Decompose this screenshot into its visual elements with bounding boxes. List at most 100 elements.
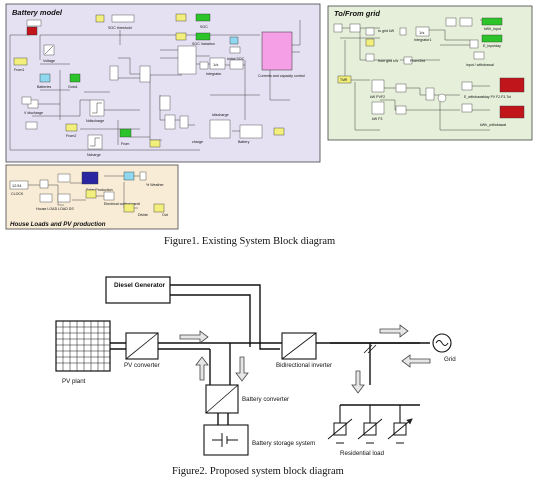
battery-converter-block: Battery converter bbox=[205, 384, 289, 414]
grid-blocks: to grid kW from grid kW 1/s Integrator1 … bbox=[333, 17, 525, 127]
residential-load-block: Residential load bbox=[327, 405, 412, 457]
soc-label: SOC bbox=[200, 25, 208, 29]
soc-constant bbox=[175, 13, 187, 22]
soc-threshold-constant bbox=[95, 14, 105, 23]
flow-arrow-from-grid bbox=[401, 354, 431, 368]
power-flow-arrows bbox=[179, 324, 431, 394]
pv-plant: PV plant bbox=[55, 320, 111, 385]
grid-panel-title: To/From grid bbox=[334, 9, 380, 18]
ndischarge-label: Ndischarge bbox=[86, 119, 104, 123]
gain-block bbox=[199, 61, 209, 70]
from-block bbox=[119, 128, 132, 138]
grid-source: Grid bbox=[432, 333, 456, 363]
e-withdrawalday-red bbox=[499, 77, 525, 93]
generator-feed-2 bbox=[170, 294, 251, 347]
soc-goto-block bbox=[13, 57, 28, 66]
bidirectional-inverter-block: Bidirectional inverter bbox=[276, 332, 332, 369]
battery-output-block-2 bbox=[149, 139, 161, 148]
kwh-withdrawal-label: kWh_withdrawal bbox=[480, 123, 506, 127]
product-block-1 bbox=[109, 65, 119, 81]
soc-variation-label: SOC Variation bbox=[192, 42, 215, 46]
battery-storage-block: Battery storage system bbox=[203, 424, 315, 456]
grid-label: Grid bbox=[444, 356, 456, 363]
battery-output-block bbox=[273, 127, 285, 136]
currents-capacity-control-block bbox=[261, 31, 293, 71]
clock-value: 12:54 bbox=[12, 184, 22, 188]
batteries-block bbox=[39, 73, 51, 83]
initial-soc-label: Initial SOC bbox=[227, 57, 245, 61]
battery-storage-label: Battery storage system bbox=[252, 440, 315, 447]
tmr-block bbox=[337, 75, 352, 84]
load-ds-label: LOAD DS bbox=[58, 207, 74, 211]
figure1-block-diagram: Battery model SOC threshold SOC bbox=[5, 3, 533, 230]
battery-model-panel: Battery model SOC threshold SOC bbox=[5, 3, 321, 163]
idischarge-label: Idischarge bbox=[212, 113, 229, 117]
house-blocks: 12:54 CLOCK House LOAD LOAD DS Solar Pro… bbox=[9, 171, 168, 217]
from1-label: From1 bbox=[14, 68, 24, 72]
bidirectional-inverter-label: Bidirectional inverter bbox=[276, 362, 332, 369]
flow-arrow-load-down bbox=[351, 370, 365, 394]
clock-block bbox=[9, 180, 29, 190]
battery-sum-block bbox=[239, 124, 263, 139]
electrical-control-panel-label: Electrical control panel bbox=[104, 202, 140, 206]
flow-arrow-battery-up bbox=[195, 356, 209, 381]
soc-threshold-label: SOC threshold bbox=[108, 26, 132, 30]
charge-label: charge bbox=[192, 140, 203, 144]
tmr-label: TMR bbox=[340, 78, 348, 82]
from-grid-label: FromGrid bbox=[410, 59, 425, 63]
diesel-generator-label: Diesel Generator bbox=[114, 282, 166, 289]
id-block-2 bbox=[21, 96, 32, 105]
from2-block bbox=[65, 123, 78, 132]
e-inputday-green bbox=[481, 34, 503, 43]
figure2-block-diagram: Diesel Generator PV plant PV converter B… bbox=[55, 276, 456, 457]
pv-panel-grid bbox=[56, 321, 110, 371]
id-block-1 bbox=[25, 121, 38, 130]
mux-block bbox=[177, 45, 197, 75]
battery-converter-label: Battery converter bbox=[242, 396, 289, 403]
initial-soc-block bbox=[229, 36, 239, 45]
clock-label: CLOCK bbox=[11, 192, 24, 196]
figure2-caption: Figure2. Proposed system block diagram bbox=[172, 466, 344, 477]
generator-feed-1 bbox=[170, 284, 280, 350]
from-grid-kw-label: from grid kW bbox=[378, 59, 399, 63]
switch-block-1 bbox=[139, 65, 151, 83]
house-load-label: House LOAD bbox=[36, 207, 58, 211]
kwh-input-label: kWh_input bbox=[484, 27, 501, 31]
kwh-input-green bbox=[481, 17, 503, 26]
pv-converter-label: PV converter bbox=[124, 362, 160, 369]
svg-text:1/s: 1/s bbox=[213, 62, 218, 67]
flow-arrow-battery-down bbox=[235, 356, 249, 382]
integrator-block bbox=[209, 57, 226, 70]
out-label: Out bbox=[162, 213, 168, 217]
house-panel-title: House Loads and PV production bbox=[10, 221, 106, 228]
step-red-block bbox=[26, 26, 38, 36]
product-block-3 bbox=[164, 114, 176, 130]
to-grid-kw-label: to grid kW bbox=[378, 29, 395, 33]
from-label: From bbox=[121, 142, 129, 146]
battery-panel-title: Battery model bbox=[12, 8, 63, 17]
integrator-label: Integrator bbox=[206, 72, 222, 76]
pv-plant-label: PV plant bbox=[62, 378, 86, 385]
goto1-block bbox=[69, 73, 81, 83]
svg-text:1/s: 1/s bbox=[419, 30, 424, 35]
battery-mux-block bbox=[209, 119, 231, 139]
ncharge-label: Ncharge bbox=[87, 153, 101, 157]
voltage-label: Voltage bbox=[43, 59, 55, 63]
battery-label: Battery bbox=[238, 140, 250, 144]
integrator1-label: Integrator1 bbox=[414, 38, 431, 42]
kw-pvf2-label: kW PVF2 bbox=[370, 95, 385, 99]
pv-converter-block: PV converter bbox=[124, 332, 160, 369]
switch-block-2 bbox=[179, 115, 189, 129]
e-withdrawalday-label: E_withdrawalday PV F2-F3-Tot bbox=[464, 95, 511, 99]
product-block-2 bbox=[159, 95, 171, 111]
residential-load-label: Residential load bbox=[340, 450, 385, 457]
kw-f3-label: kW F3 bbox=[372, 117, 382, 121]
flow-arrow-to-grid bbox=[379, 324, 409, 338]
weather-label: % Weather bbox=[146, 183, 165, 187]
input-withdrawal-label: input / withdrawal bbox=[466, 63, 494, 67]
currents-capacity-label: Currents and capacity control bbox=[258, 74, 305, 78]
divide-label: Divide bbox=[138, 213, 148, 217]
v-discharge-label: V discharge bbox=[24, 111, 43, 115]
flow-arrow-pv-right bbox=[179, 330, 209, 344]
